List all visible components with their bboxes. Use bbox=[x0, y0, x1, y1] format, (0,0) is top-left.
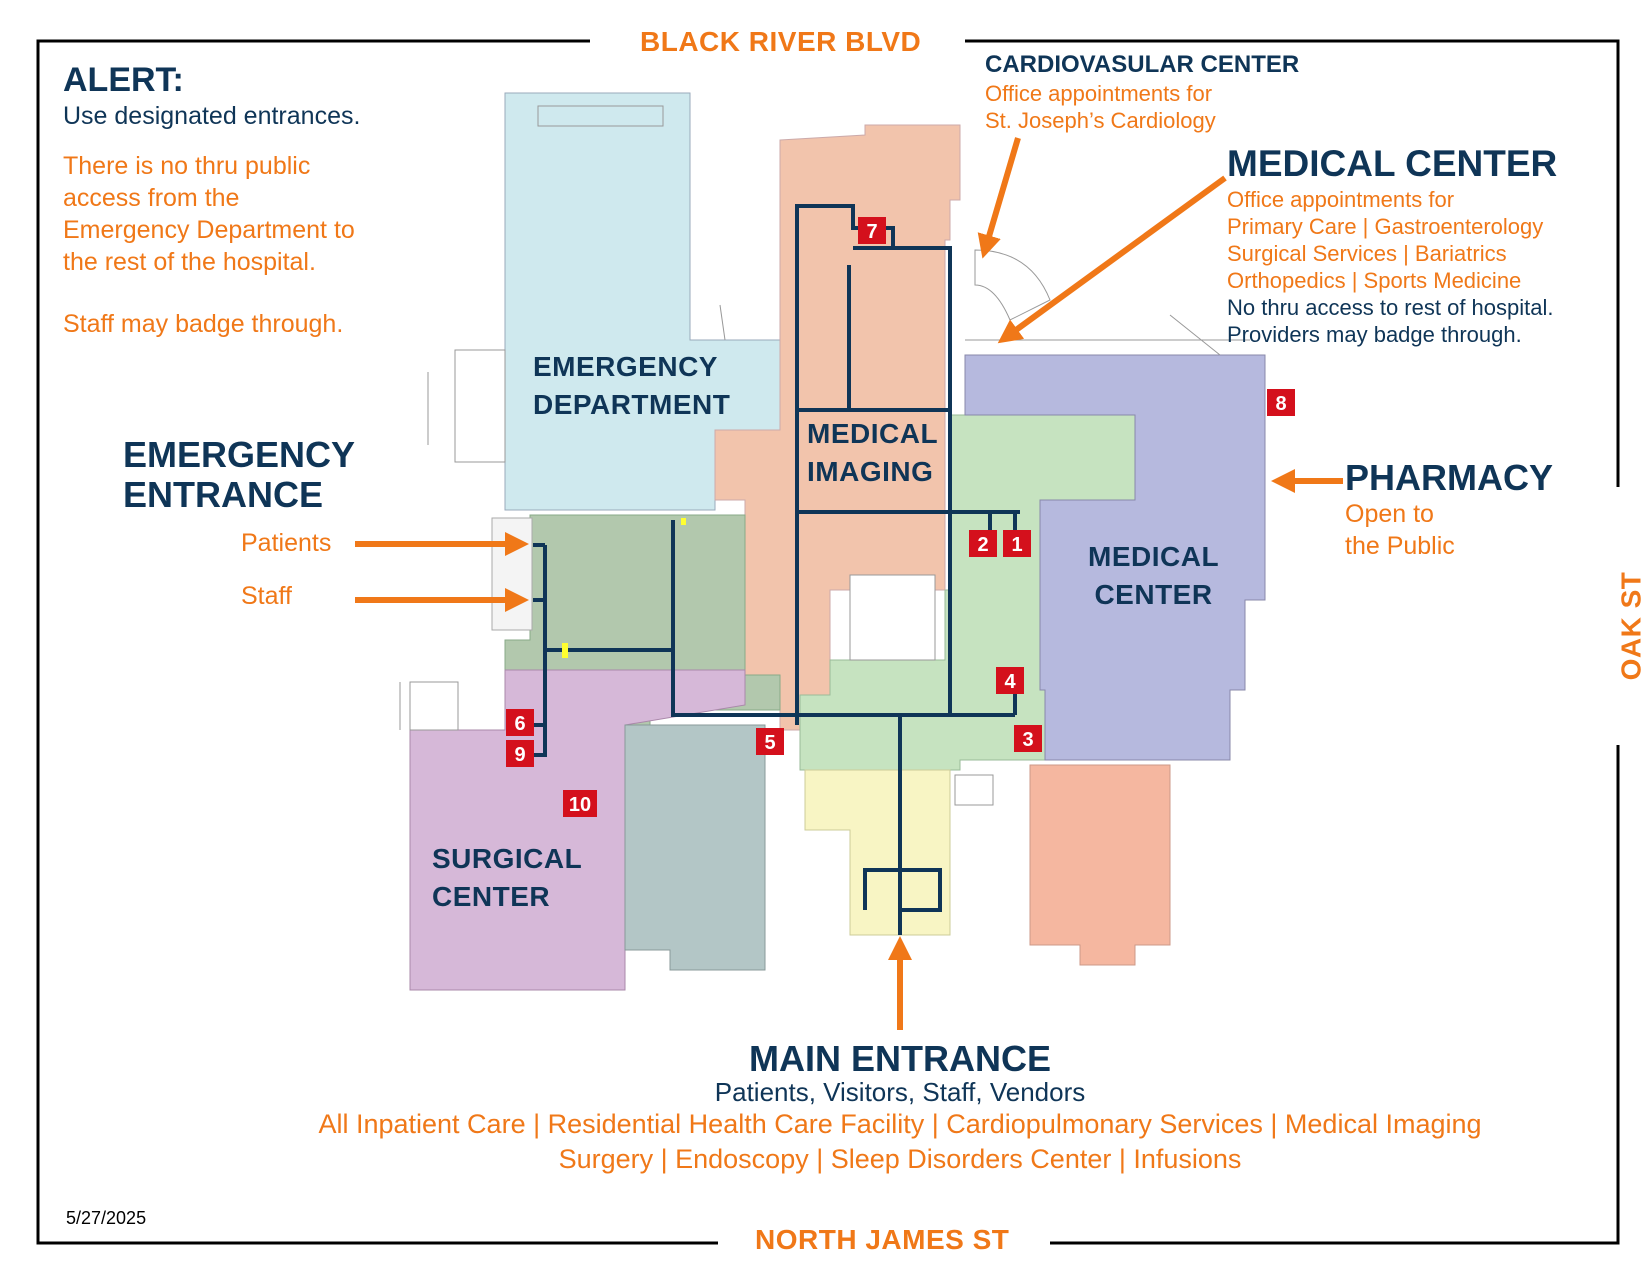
zone-label-surgical-center: SURGICAL CENTER bbox=[432, 843, 583, 912]
marker-8: 8 bbox=[1267, 389, 1295, 416]
svg-text:3: 3 bbox=[1022, 729, 1033, 751]
location-markers: 1 2 3 4 5 6 7 8 9 10 bbox=[506, 217, 1295, 817]
pharmacy-callout: PHARMACY Open to the Public bbox=[1345, 458, 1553, 562]
cardiovascular-line1: Office appointments for bbox=[985, 81, 1213, 106]
building-zones bbox=[399, 92, 1266, 991]
main-entrance-title: MAIN ENTRANCE bbox=[749, 1038, 1051, 1079]
alert-staff: Staff may badge through. bbox=[63, 310, 344, 338]
medical-center-line4: Orthopedics | Sports Medicine bbox=[1227, 268, 1522, 293]
marker-2: 2 bbox=[969, 530, 997, 557]
zone-label-medical-center: MEDICAL CENTER bbox=[1088, 541, 1220, 610]
alert-block: ALERT: Use designated entrances. There i… bbox=[63, 60, 483, 340]
main-entrance-subtitle: Patients, Visitors, Staff, Vendors bbox=[714, 1077, 1086, 1107]
zone-surgical-center bbox=[409, 669, 746, 991]
zone-slate-block bbox=[624, 724, 766, 971]
marker-9: 9 bbox=[506, 740, 534, 767]
medical-center-line2: Primary Care | Gastroenterology bbox=[1227, 214, 1544, 239]
marker-5: 5 bbox=[756, 728, 784, 755]
medical-center-callout-title: MEDICAL CENTER bbox=[1227, 143, 1558, 184]
main-entrance-services-1: All Inpatient Care | Residential Health … bbox=[318, 1109, 1482, 1139]
alert-line1: Use designated entrances. bbox=[63, 102, 361, 130]
svg-text:6: 6 bbox=[514, 713, 525, 735]
emergency-entrance-title-line2: ENTRANCE bbox=[123, 474, 324, 515]
pharmacy-line2: the Public bbox=[1345, 532, 1455, 560]
alert-para-3: Emergency Department to bbox=[63, 216, 355, 244]
svg-text:8: 8 bbox=[1275, 393, 1286, 415]
ed-vestibule bbox=[491, 517, 533, 631]
medical-center-line3: Surgical Services | Bariatrics bbox=[1227, 241, 1507, 266]
svg-text:2: 2 bbox=[977, 534, 988, 556]
street-north: BLACK RIVER BLVD bbox=[640, 26, 922, 57]
street-east: OAK ST bbox=[1615, 571, 1647, 681]
label-patients: Patients bbox=[241, 529, 332, 557]
courtyard bbox=[849, 574, 936, 661]
marker-1: 1 bbox=[1003, 530, 1031, 557]
pharmacy-title: PHARMACY bbox=[1345, 457, 1554, 498]
marker-4: 4 bbox=[996, 667, 1024, 694]
marker-6: 6 bbox=[506, 709, 534, 736]
emergency-entrance-title-line1: EMERGENCY bbox=[123, 434, 356, 475]
medical-center-callout: MEDICAL CENTER Office appointments for P… bbox=[1227, 142, 1557, 348]
date-stamp: 5/27/2025 bbox=[66, 1208, 147, 1228]
zone-salmon-annex bbox=[1029, 764, 1171, 966]
cardiovascular-title: CARDIOVASULAR CENTER bbox=[985, 51, 1300, 78]
street-south: NORTH JAMES ST bbox=[755, 1224, 1010, 1255]
medical-center-line1: Office appointments for bbox=[1227, 187, 1455, 212]
marker-10: 10 bbox=[563, 790, 597, 817]
medical-center-line6: Providers may badge through. bbox=[1227, 322, 1522, 347]
zone-medical-center bbox=[964, 354, 1266, 761]
arrow-medical-center bbox=[997, 175, 1227, 344]
arrow-cardiovascular bbox=[977, 137, 1021, 259]
label-staff: Staff bbox=[241, 582, 292, 610]
property-border bbox=[36, 39, 1620, 1245]
alert-para-4: the rest of the hospital. bbox=[63, 248, 316, 276]
marker-3: 3 bbox=[1014, 725, 1042, 752]
main-entrance-services-2: Surgery | Endoscopy | Sleep Disorders Ce… bbox=[558, 1144, 1242, 1174]
svg-text:7: 7 bbox=[866, 221, 877, 243]
alert-para-2: access from the bbox=[63, 184, 240, 212]
alert-title: ALERT: bbox=[63, 61, 184, 99]
emergency-entrance-title: EMERGENCY ENTRANCE bbox=[123, 435, 355, 515]
marker-7: 7 bbox=[858, 217, 886, 244]
zone-label-emergency-department: EMERGENCY DEPARTMENT bbox=[533, 351, 731, 420]
medical-center-line5: No thru access to rest of hospital. bbox=[1227, 295, 1554, 320]
cardiovascular-line2: St. Joseph’s Cardiology bbox=[985, 108, 1216, 133]
svg-text:10: 10 bbox=[569, 794, 591, 816]
cardiovascular-callout: CARDIOVASULAR CENTER Office appointments… bbox=[985, 50, 1299, 134]
pharmacy-line1: Open to bbox=[1345, 500, 1434, 528]
zone-label-medical-imaging: MEDICAL IMAGING bbox=[807, 418, 939, 487]
svg-text:4: 4 bbox=[1004, 671, 1016, 693]
direction-arrows bbox=[355, 137, 1343, 1030]
svg-text:5: 5 bbox=[764, 732, 775, 754]
svg-text:1: 1 bbox=[1011, 534, 1022, 556]
zone-main-entrance bbox=[804, 769, 951, 936]
alert-para-1: There is no thru public bbox=[63, 152, 311, 180]
svg-text:9: 9 bbox=[514, 744, 525, 766]
